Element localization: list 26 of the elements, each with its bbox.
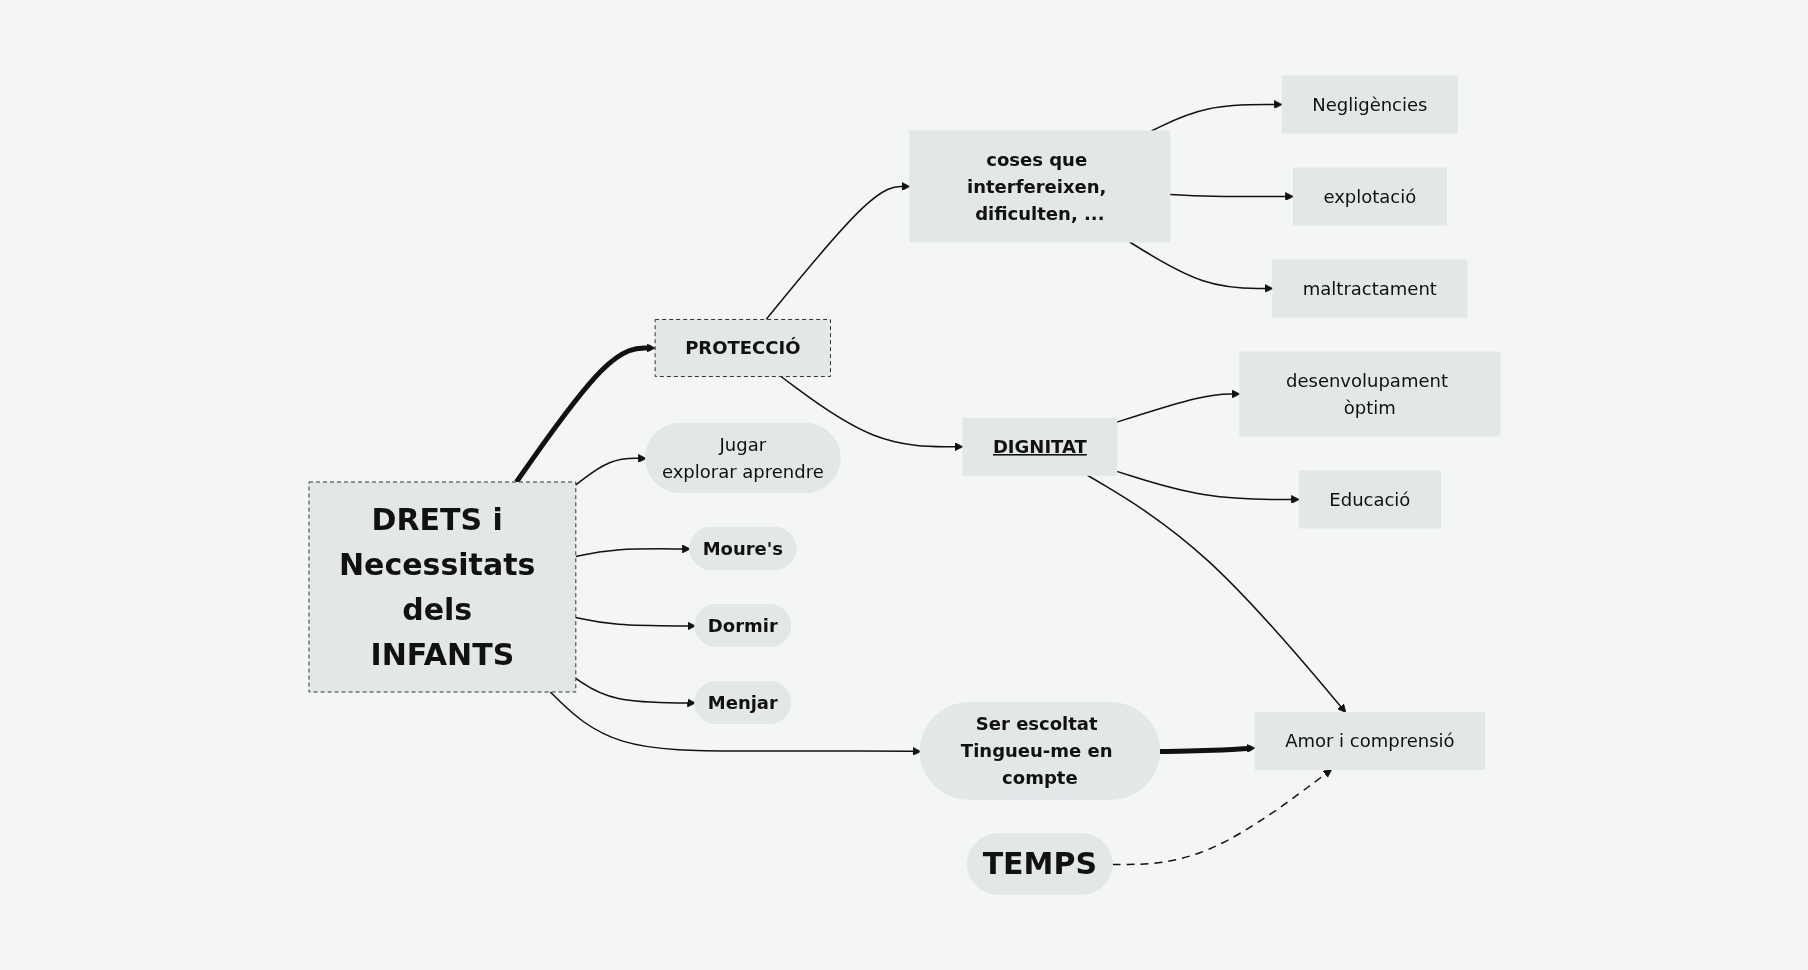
arrow [574, 454, 647, 486]
arrow [574, 677, 696, 708]
arrow [1128, 241, 1273, 293]
arrow [1168, 192, 1294, 201]
node-box: desenvolupament òptim [1238, 351, 1500, 437]
arrow [549, 691, 921, 756]
node-box: PROTECCIÓ [654, 319, 831, 377]
arrow [1159, 744, 1256, 754]
arrow [1115, 389, 1240, 423]
node-box: coses que interfereixen, dificulten, ... [908, 130, 1170, 243]
node-box: Amor i comprensió [1254, 712, 1485, 770]
arrow [1086, 474, 1346, 713]
arrow [574, 616, 696, 631]
node-box: DIGNITAT [962, 417, 1117, 476]
arrow [764, 182, 910, 321]
arrow [779, 375, 963, 452]
arrow [1150, 100, 1283, 132]
node-box: Negligències [1281, 75, 1458, 134]
arrow [513, 343, 656, 484]
arrow [1111, 769, 1332, 866]
arrow [1115, 470, 1300, 504]
node-box: maltractament [1271, 259, 1467, 318]
node-box: explotació [1292, 167, 1447, 226]
arrow [574, 544, 691, 558]
node-box: DRETS i Necessitats dels INFANTS [308, 481, 576, 693]
node-box: Educació [1298, 470, 1441, 529]
